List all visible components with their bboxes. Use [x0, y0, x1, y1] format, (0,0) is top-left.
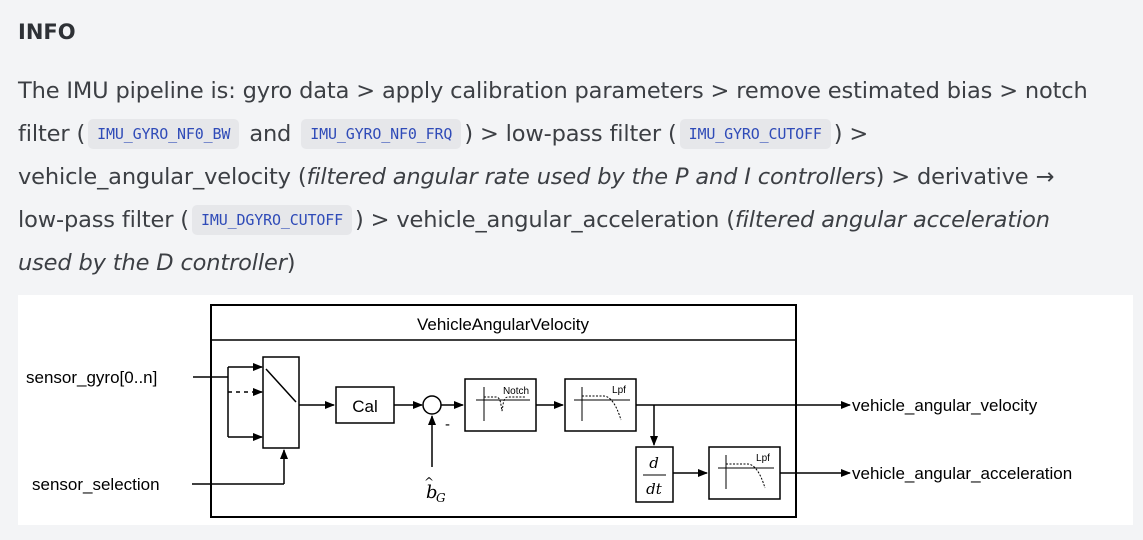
param-code-nf0-bw: IMU_GYRO_NF0_BW	[88, 119, 240, 149]
module-box	[210, 304, 797, 518]
description-line-5: used by the D controller)	[18, 242, 1143, 285]
selector-switch-block	[262, 356, 300, 449]
param-code-dgyro-cutoff: IMU_DGYRO_CUTOFF	[191, 205, 353, 235]
lpf-gyro-response-curve	[582, 395, 622, 421]
text-segment: )	[286, 250, 296, 276]
input-sensor-gyro-label: sensor_gyro[0..n]	[26, 368, 157, 387]
text-segment: The IMU pipeline is: gyro data > apply c…	[18, 78, 1088, 104]
param-code-gyro-cutoff: IMU_GYRO_CUTOFF	[679, 119, 831, 149]
bias-symbol: b	[426, 482, 438, 503]
pipeline-diagram-figure: VehicleAngularVelocity sensor_gyro[0..n]…	[18, 295, 1133, 525]
output-velocity-label: vehicle_angular_velocity	[852, 396, 1038, 415]
description-line-2: filter (IMU_GYRO_NF0_BW and IMU_GYRO_NF0…	[18, 113, 1143, 156]
section-heading: INFO	[18, 20, 76, 44]
pipeline-description: The IMU pipeline is: gyro data > apply c…	[18, 70, 1143, 285]
text-segment: vehicle_angular_velocity (	[18, 164, 307, 190]
emphasis-text: filtered angular acceleration	[734, 207, 1050, 233]
lpf-gyro-block-label: Lpf	[612, 385, 626, 396]
text-segment: low-pass filter (	[18, 207, 189, 233]
emphasis-text: filtered angular rate used by the P and …	[306, 164, 876, 190]
notch-response-curve	[484, 396, 526, 412]
selector-switch-lever	[265, 368, 297, 403]
cal-block-label: Cal	[352, 397, 378, 416]
text-segment: ) > low-pass filter (	[464, 121, 677, 147]
pipeline-diagram: VehicleAngularVelocity sensor_gyro[0..n]…	[26, 304, 1072, 518]
emphasis-text: used by the D controller	[18, 250, 287, 276]
param-code-nf0-frq: IMU_GYRO_NF0_FRQ	[301, 119, 462, 149]
input-sensor-selection-label: sensor_selection	[32, 475, 160, 494]
text-segment: and	[249, 121, 292, 147]
text-segment: ) >	[833, 121, 869, 147]
bias-symbol-hat: ^	[424, 475, 434, 489]
notch-block-label: Notch	[503, 386, 529, 397]
description-line-3: vehicle_angular_velocity (filtered angul…	[18, 156, 1143, 199]
description-line-1: The IMU pipeline is: gyro data > apply c…	[18, 70, 1143, 113]
module-title: VehicleAngularVelocity	[417, 315, 590, 334]
bias-symbol-subscript: G	[436, 491, 446, 505]
bias-sum-junction	[422, 395, 442, 415]
output-acceleration-label: vehicle_angular_acceleration	[852, 464, 1072, 483]
sum-minus-sign: -	[445, 416, 450, 433]
text-segment: ) > vehicle_angular_acceleration (	[355, 207, 735, 233]
text-segment: ) > derivative →	[875, 164, 1055, 190]
derivative-denominator: dt	[646, 480, 663, 498]
lpf-dgyro-block-label: Lpf	[756, 453, 770, 464]
derivative-numerator: d	[649, 454, 659, 472]
lpf-dgyro-response-curve	[726, 463, 766, 489]
derivative-block	[635, 446, 674, 503]
description-line-4: low-pass filter (IMU_DGYRO_CUTOFF) > veh…	[18, 199, 1143, 242]
text-segment: filter (	[18, 121, 86, 147]
